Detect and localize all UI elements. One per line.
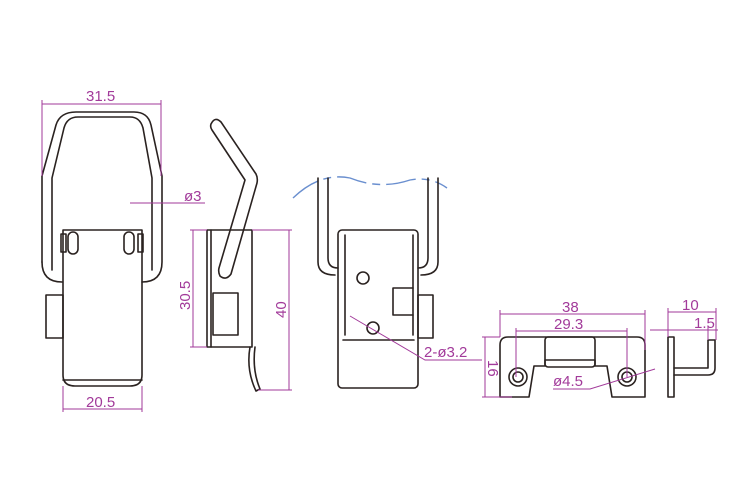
dim-keeper-thickness: 1.5 bbox=[694, 315, 715, 332]
back-plate bbox=[337, 229, 419, 389]
back-view: 2-ø3.2 bbox=[292, 176, 482, 389]
window bbox=[212, 292, 239, 336]
bail-inner bbox=[51, 116, 153, 271]
dim-total-height: 40 bbox=[273, 301, 290, 318]
side-tab bbox=[45, 294, 64, 339]
front-view: 31.5 ø3 20.5 bbox=[41, 88, 205, 412]
hole bbox=[366, 321, 380, 335]
keeper-hole bbox=[508, 367, 528, 387]
dim-holes: 2-ø3.2 bbox=[424, 344, 467, 361]
dim-hole-dia: ø4.5 bbox=[553, 373, 583, 390]
bail-outer bbox=[41, 111, 163, 283]
dim-keeper-depth: 10 bbox=[682, 297, 699, 314]
keeper-side-plate bbox=[667, 336, 675, 398]
keeper-hook bbox=[673, 339, 716, 376]
lever bbox=[209, 118, 259, 279]
surface-line bbox=[292, 176, 448, 199]
dim-keeper-length: 38 bbox=[562, 299, 579, 316]
dim-hole-spacing: 29.3 bbox=[554, 316, 583, 333]
side-view: 30.5 40 bbox=[177, 118, 292, 392]
dim-keeper-height: 16 bbox=[484, 360, 501, 377]
side-tab bbox=[417, 294, 434, 339]
hole bbox=[356, 271, 370, 285]
keeper-view: 38 29.3 16 ø4.5 bbox=[482, 299, 656, 398]
dim-bail-width: 31.5 bbox=[86, 88, 115, 105]
dim-body-height: 30.5 bbox=[177, 281, 194, 310]
keeper-side-view: 10 1.5 bbox=[650, 297, 718, 398]
dim-wire-dia: ø3 bbox=[184, 188, 202, 205]
keeper-plate bbox=[499, 336, 646, 398]
dim-body-width: 20.5 bbox=[86, 394, 115, 411]
